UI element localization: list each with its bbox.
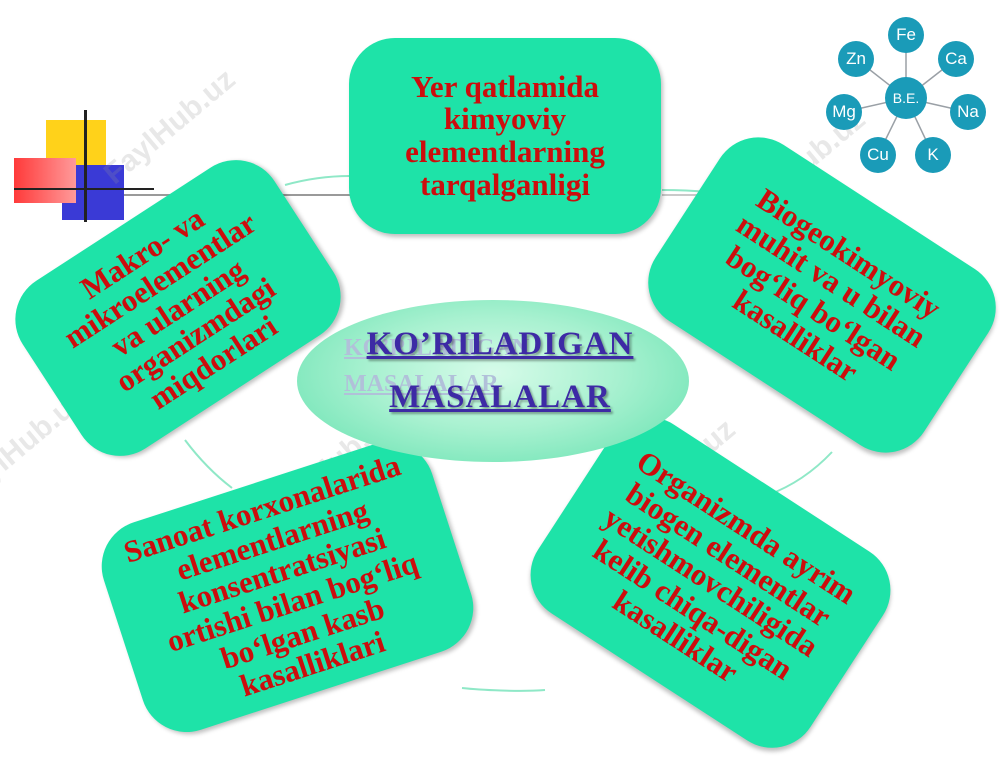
- element-hub: B.E.: [885, 77, 927, 119]
- center-title-shadow: KO’RILADIGAN MASALALAR: [344, 335, 530, 397]
- element-cu: Cu: [860, 137, 896, 173]
- element-zn: Zn: [838, 41, 874, 77]
- element-na: Na: [950, 94, 986, 130]
- element-fe: Fe: [888, 17, 924, 53]
- center-ellipse: [297, 300, 689, 462]
- topic-card-distribution: Yer qatlamida kimyoviy elementlarning ta…: [349, 38, 661, 234]
- element-k: K: [915, 137, 951, 173]
- center-title: KO’RILADIGAN MASALALAR: [366, 326, 634, 415]
- element-mg: Mg: [826, 94, 862, 130]
- decorative-squares: [14, 110, 154, 222]
- element-ca: Ca: [938, 41, 974, 77]
- topic-card-text: Yer qatlamida kimyoviy elementlarning ta…: [405, 68, 605, 202]
